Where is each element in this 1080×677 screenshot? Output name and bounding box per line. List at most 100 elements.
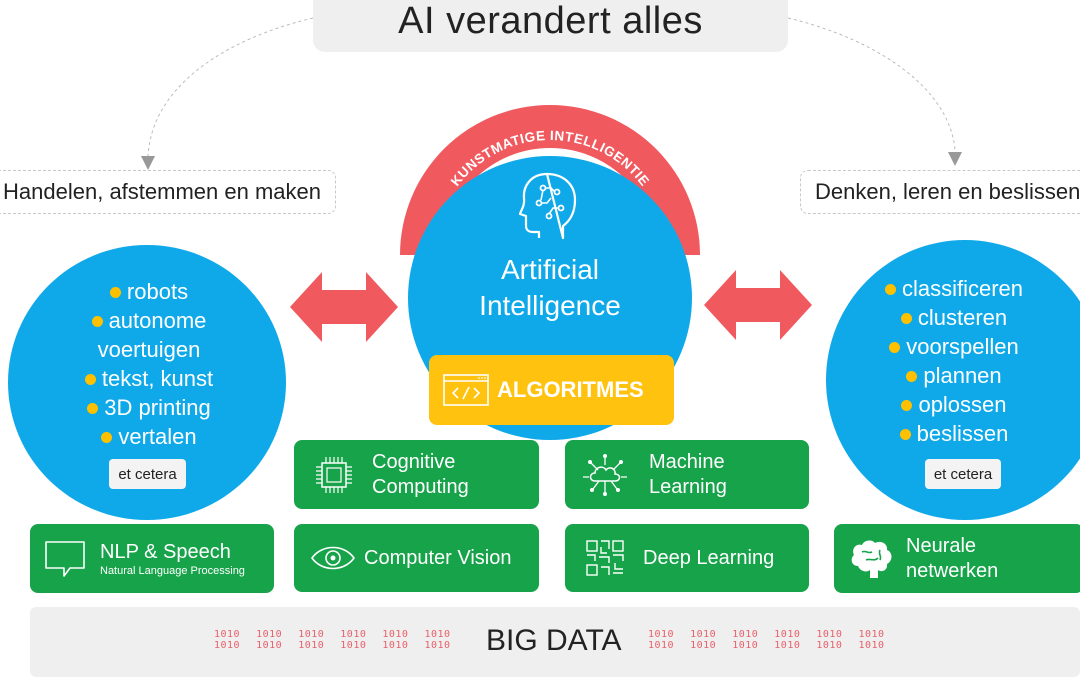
bullet-dot — [91, 316, 103, 327]
chip-icon — [316, 456, 352, 493]
red-arc — [400, 105, 700, 255]
left-connector — [147, 17, 314, 159]
bullet-dot — [109, 287, 121, 298]
left-label-text: Handelen, afstemmen en maken — [3, 179, 321, 204]
algorithms-box: ALGORITMES — [429, 355, 674, 425]
left-etc-badge: et cetera — [109, 459, 186, 489]
cognitive-line2: Computing — [372, 475, 469, 498]
nlp-line1: NLP & Speech — [100, 540, 231, 563]
list-item: oplossen — [856, 390, 1052, 419]
right-etc-badge: et cetera — [925, 459, 1001, 489]
neural-networks-box: Neurale netwerken — [834, 524, 1080, 593]
big-data-bar — [30, 607, 1080, 677]
machine-text: Machine Learning — [649, 450, 727, 500]
bullet-dot — [884, 284, 896, 295]
list-item: robots — [38, 277, 260, 306]
list-item-text: beslissen — [916, 421, 1009, 446]
code-window-icon — [443, 374, 489, 406]
list-item-text: voorspellen — [906, 334, 1019, 359]
list-item-text: oplossen — [918, 392, 1007, 417]
brain-head-icon — [518, 172, 577, 240]
right-list: classificeren clusteren voorspellen plan… — [856, 274, 1052, 448]
cloud-network-icon — [583, 453, 627, 496]
left-label: Handelen, afstemmen en maken — [0, 170, 336, 214]
cognitive-text: Cognitive Computing — [372, 450, 469, 500]
list-item-text: classificeren — [901, 276, 1024, 301]
bullet-dot — [87, 403, 99, 414]
nlp-subtitle: Natural Language Processing — [100, 564, 245, 577]
bullet-dot — [906, 371, 918, 382]
vision-label: Computer Vision — [364, 546, 512, 569]
qr-icon — [586, 540, 624, 576]
bullet-dot — [901, 400, 913, 411]
computer-vision-box: Computer Vision — [294, 524, 539, 592]
list-item: clusteren — [856, 303, 1052, 332]
right-label-text: Denken, leren en beslissen — [815, 179, 1080, 204]
right-double-arrow — [704, 270, 812, 340]
list-item-text: robots — [126, 279, 189, 304]
list-item-text: 3D printing — [104, 395, 211, 420]
list-item-text: clusteren — [917, 305, 1008, 330]
speech-bubble-icon — [45, 540, 85, 577]
list-item-text: plannen — [923, 363, 1002, 388]
list-item-text: vertalen — [118, 424, 197, 449]
list-item: classificeren — [856, 274, 1052, 303]
center-line1: Artificial — [500, 254, 599, 285]
list-item: 3D printing — [38, 393, 260, 422]
bullet-dot — [900, 313, 912, 324]
left-double-arrow — [290, 272, 398, 342]
deep-learning-box: Deep Learning — [565, 524, 809, 592]
list-item: plannen — [856, 361, 1052, 390]
neural-line2: netwerken — [906, 559, 999, 582]
right-arrowhead — [948, 152, 962, 166]
machine-line1: Machine — [649, 450, 725, 473]
algorithms-label: ALGORITMES — [497, 377, 644, 402]
neural-text: Neurale netwerken — [906, 534, 998, 584]
eye-icon — [311, 546, 355, 570]
left-arrowhead — [141, 156, 155, 170]
right-connector — [787, 17, 956, 151]
bullet-dot — [101, 432, 113, 443]
machine-line2: Learning — [649, 475, 727, 498]
list-item: vertalen — [38, 422, 260, 451]
bullet-dot — [899, 429, 911, 440]
etc-text: et cetera — [933, 465, 993, 483]
list-item: voorspellen — [856, 332, 1052, 361]
list-item-text: tekst, kunst — [101, 366, 214, 391]
left-list: robots autonome voertuigen tekst, kunst … — [38, 277, 260, 451]
center-line2: Intelligence — [479, 290, 621, 321]
bullet-dot — [889, 342, 901, 353]
brain-icon — [851, 540, 892, 578]
bullet-dot — [84, 374, 96, 385]
machine-learning-box: Machine Learning — [565, 440, 809, 509]
right-label: Denken, leren en beslissen — [800, 170, 1080, 214]
title-box: AI verandert alles — [313, 0, 788, 52]
etc-text: et cetera — [118, 465, 177, 483]
deep-label: Deep Learning — [643, 546, 775, 569]
center-label: Artificial Intelligence — [450, 252, 650, 324]
cognitive-computing-box: Cognitive Computing — [294, 440, 539, 509]
cognitive-line1: Cognitive — [372, 450, 456, 473]
list-item-text: autonome — [108, 308, 207, 333]
list-item: tekst, kunst — [38, 364, 260, 393]
list-item-text: voertuigen — [97, 337, 201, 362]
nlp-speech-box: NLP & Speech Natural Language Processing — [30, 524, 274, 593]
list-item: autonome — [38, 306, 260, 335]
big-data-label: BIG DATA — [486, 624, 622, 657]
list-item: beslissen — [856, 419, 1052, 448]
